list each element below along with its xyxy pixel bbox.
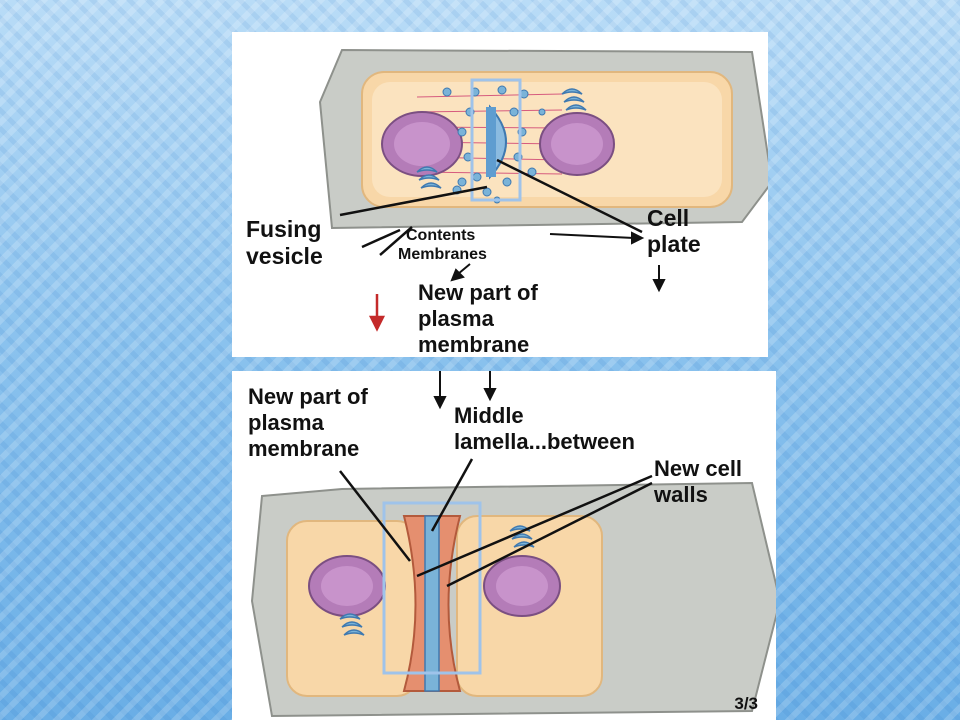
golgi-body-bottom-left — [339, 613, 365, 636]
arrow-to-cell-plate — [549, 231, 645, 245]
bottom-diagram-panel: New part of plasma membrane Middle lamel… — [232, 371, 776, 720]
highlight-box-bottom — [382, 501, 482, 675]
label-new-part-top: New part of plasma membrane — [418, 280, 544, 357]
pointer-lines-bottom — [339, 458, 653, 588]
label-new-part-bottom: New part of plasma membrane — [248, 384, 374, 461]
golgi-body-top — [561, 88, 587, 111]
label-contents: Contents — [406, 227, 475, 244]
right-nucleus-bottom-inner — [496, 566, 548, 606]
pointer-lines — [339, 158, 643, 256]
middle-lamella — [424, 515, 440, 692]
label-cell-plate: Cell plate — [647, 205, 701, 257]
page-number: 3/3 — [734, 694, 758, 713]
label-new-cell-walls: New cell walls — [653, 456, 748, 507]
highlight-box-top — [470, 78, 522, 202]
right-nucleus-inner — [551, 123, 603, 165]
arrow-down-cell-plate — [652, 265, 666, 293]
arrow-to-new-part — [450, 263, 471, 282]
top-cell-diagram: Fusing vesicle Contents Membranes Cell p… — [246, 48, 768, 357]
red-arrow-down — [368, 294, 386, 332]
arrows-from-top — [433, 371, 497, 410]
golgi-body-bottom — [416, 166, 442, 189]
label-fusing-vesicle: Fusing vesicle — [246, 216, 328, 269]
top-diagram-panel: Fusing vesicle Contents Membranes Cell p… — [232, 32, 768, 357]
golgi-body-bottom-right — [509, 525, 535, 548]
label-membranes: Membranes — [398, 246, 487, 263]
left-nucleus-inner — [394, 122, 450, 166]
bottom-cell-diagram: New part of plasma membrane Middle lamel… — [248, 371, 776, 718]
left-nucleus-bottom-inner — [321, 566, 373, 606]
cell-plate-core — [486, 107, 496, 177]
label-middle-lamella: Middle lamella...between — [454, 403, 635, 454]
